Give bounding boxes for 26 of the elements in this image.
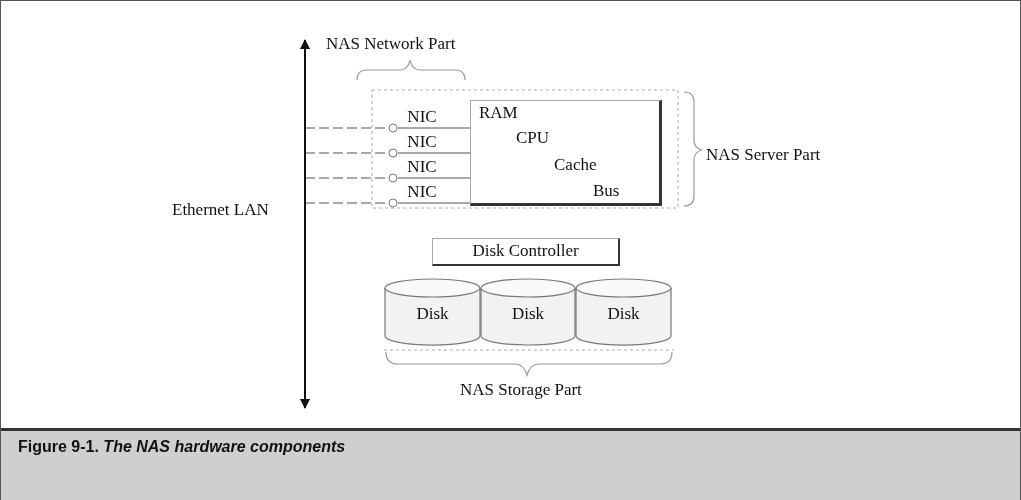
- lan-connection-line: [304, 148, 398, 158]
- part-label: NAS Server Part: [706, 145, 821, 165]
- figure-caption: Figure 9-1. The NAS hardware components: [18, 438, 346, 456]
- component-label: Cache: [554, 155, 597, 175]
- lan-connection-line: [304, 123, 398, 133]
- nic-label: NIC: [398, 156, 446, 178]
- disk-label: Disk: [510, 304, 546, 324]
- network-label: Ethernet LAN: [172, 200, 269, 220]
- nic-link-line: [397, 177, 471, 179]
- component-label: Bus: [593, 181, 620, 201]
- disk-label: Disk: [415, 304, 450, 324]
- server-box: [470, 100, 662, 206]
- part-label: NAS Storage Part: [460, 380, 582, 400]
- lan-connection-line: [304, 198, 398, 208]
- controller-box: Disk Controller: [432, 238, 620, 266]
- component-label: CPU: [516, 128, 550, 148]
- component-label: RAM: [479, 103, 518, 123]
- nic-label: NIC: [398, 181, 446, 203]
- disk-label: Disk: [606, 304, 641, 324]
- nic-label: NIC: [398, 131, 446, 153]
- nic-link-line: [397, 152, 471, 154]
- nic-link-line: [397, 127, 471, 129]
- nic-label: NIC: [398, 106, 446, 128]
- part-label: NAS Network Part: [326, 34, 456, 54]
- nic-link-line: [397, 202, 471, 204]
- lan-connection-line: [304, 173, 398, 183]
